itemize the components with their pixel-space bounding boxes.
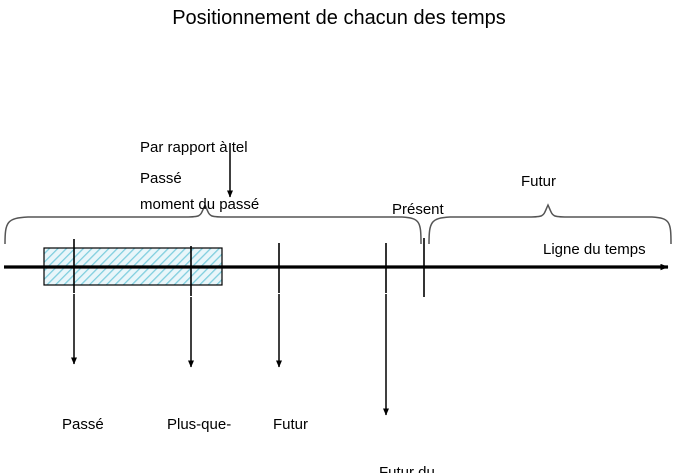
annotation-par-rapport-line1: Par rapport à tel	[140, 139, 248, 156]
brace-futur	[428, 203, 672, 245]
marker-label-passe-anterieur-line1: Passé	[62, 416, 104, 433]
annotation-par-rapport: Par rapport à tel moment du passé	[140, 100, 259, 252]
page-title: Positionnement de chacun des temps	[172, 7, 506, 29]
annotation-par-rapport-line2: moment du passé	[140, 196, 260, 213]
marker-label-futur-du-passe: Futur du passé	[379, 425, 435, 473]
marker-label-plus-que-parfait-line1: Plus-que-	[167, 416, 232, 433]
brace-passe	[4, 203, 422, 245]
marker-label-plus-que-parfait: Plus-que- parfait	[167, 377, 231, 473]
marker-label-futur-anterieur: Futur antérieur du passé	[273, 377, 334, 473]
axis-label-ligne-du-temps: Ligne du temps	[543, 241, 646, 258]
brace-label-futur: Futur	[521, 173, 557, 190]
marker-label-passe-anterieur: Passé antérieur	[62, 377, 121, 473]
marker-label-futur-du-passe-line1: Futur du	[379, 464, 435, 473]
brace-label-passe: Passé	[140, 170, 182, 187]
marker-label-present: Présent	[392, 201, 444, 218]
marker-label-futur-anterieur-line1: Futur	[273, 416, 309, 433]
